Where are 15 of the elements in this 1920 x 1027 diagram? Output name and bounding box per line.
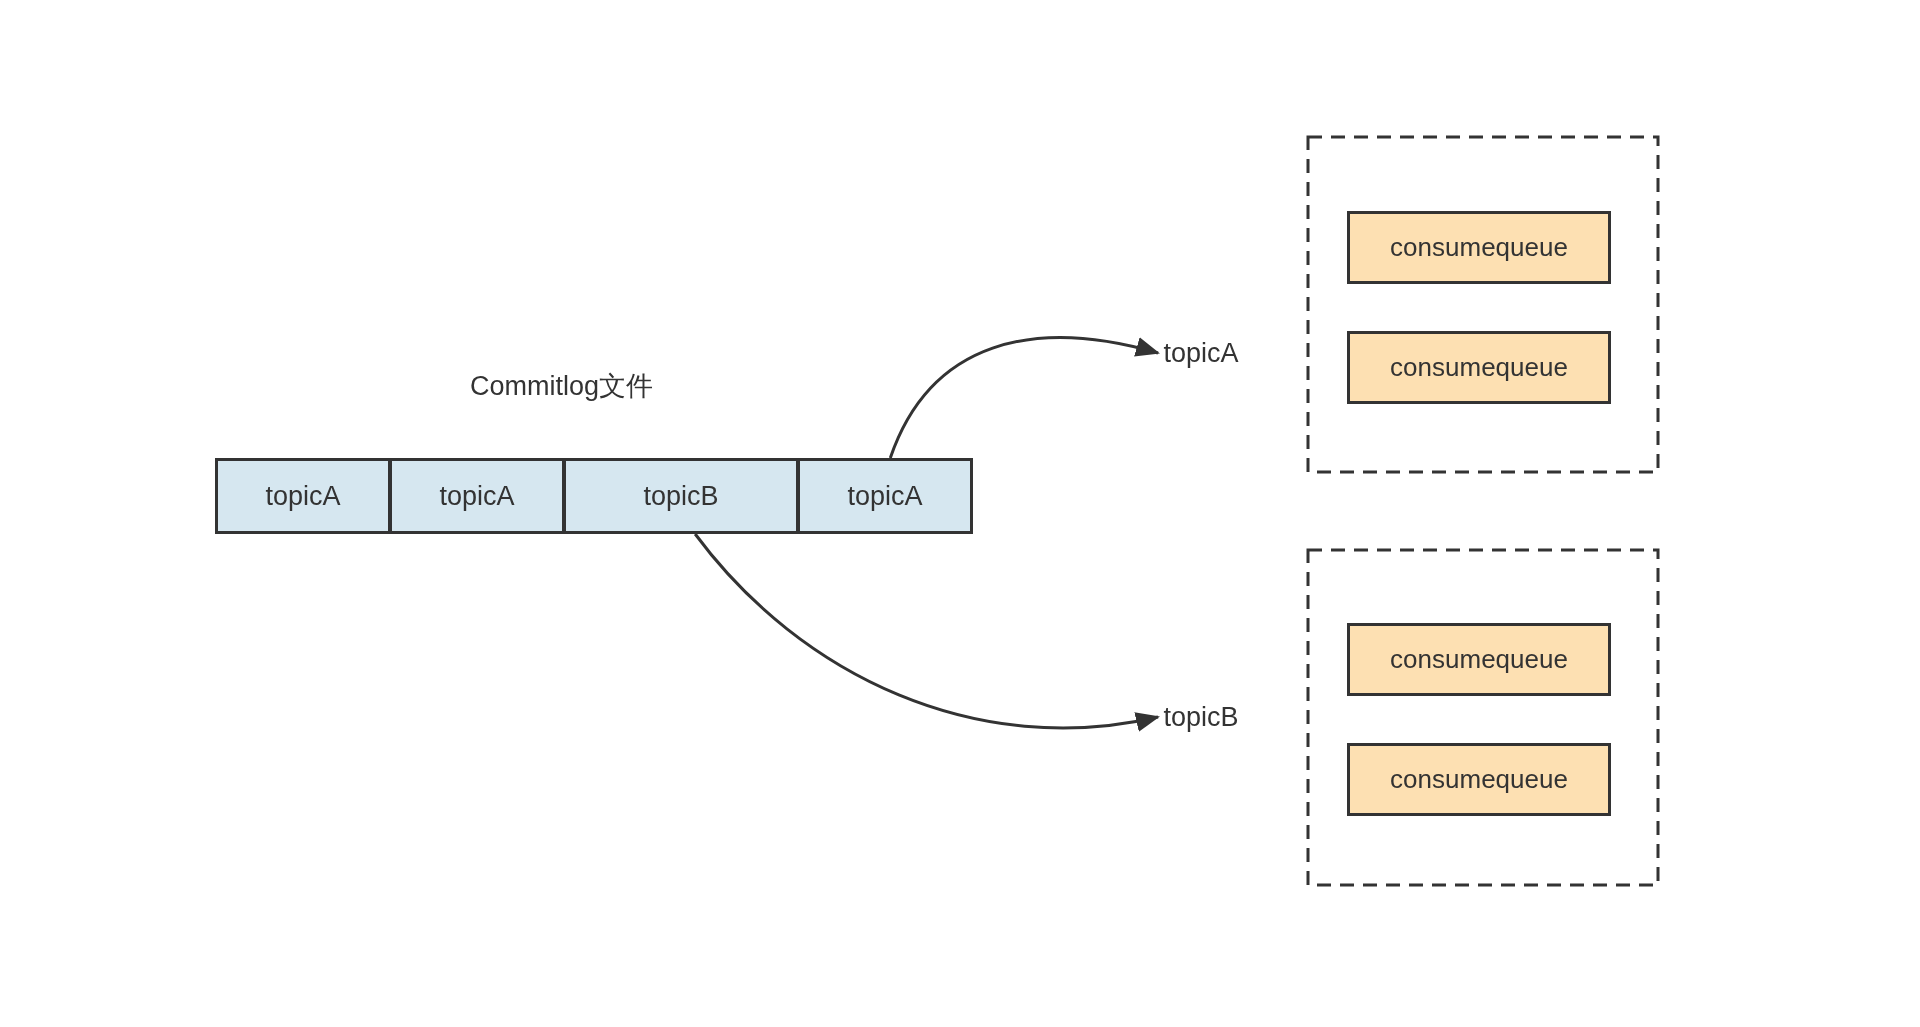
bar-title: Commitlog文件 (470, 370, 654, 403)
topic-cell: topicA (797, 458, 973, 534)
queue-box: consumequeue (1347, 211, 1611, 284)
curved-arrow (888, 336, 1160, 459)
dashed-box (1308, 550, 1658, 885)
curved-arrow (694, 533, 1160, 731)
topic-cell: topicB (563, 458, 799, 534)
topic-cell: topicA (215, 458, 391, 534)
topic-cell: topicA (389, 458, 565, 534)
topic-label: topicB (1158, 694, 1244, 740)
topic-label: topicA (1158, 330, 1244, 376)
queue-box: consumequeue (1347, 331, 1611, 404)
dashed-box (1308, 137, 1658, 472)
queue-box: consumequeue (1347, 743, 1611, 816)
queue-box: consumequeue (1347, 623, 1611, 696)
